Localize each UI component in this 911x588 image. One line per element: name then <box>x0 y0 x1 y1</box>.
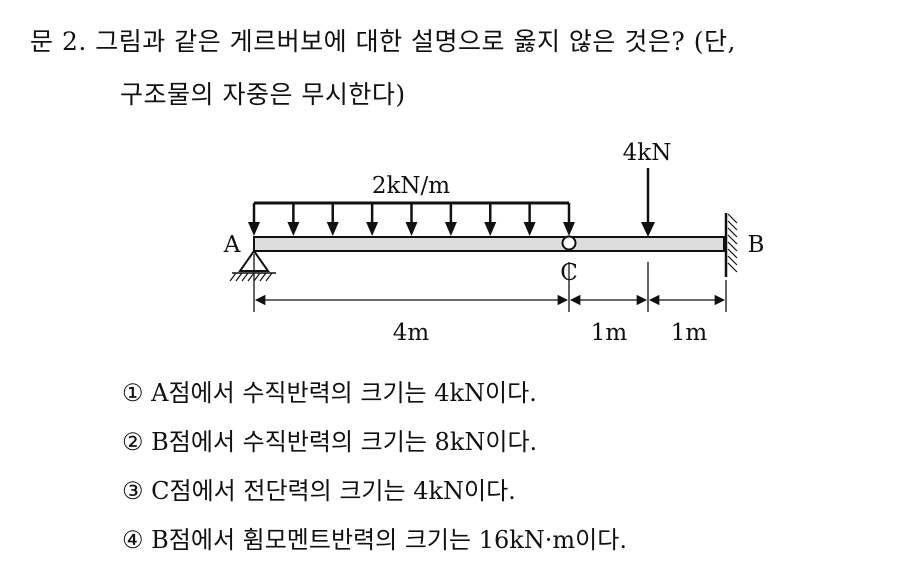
load-label: 2kN/m <box>372 173 450 199</box>
load-arrow-head <box>287 222 300 236</box>
distributed-load <box>248 201 575 236</box>
load-arrow-head <box>523 222 536 236</box>
question-line-1: 문 2. 그림과 같은 게르버보에 대한 설명으로 옳지 않은 것은? (단, <box>30 27 736 56</box>
dim-label-3: 1m <box>671 320 708 346</box>
label-c: C <box>560 260 578 286</box>
load-arrow-head <box>563 222 575 236</box>
fixed-support-b <box>724 213 738 277</box>
point-load-arrow <box>641 168 655 237</box>
label-a: A <box>223 232 241 258</box>
dim-label-2: 1m <box>591 320 628 346</box>
option-1[interactable]: ① A점에서 수직반력의 크기는 4kN이다. <box>122 379 537 407</box>
option-3[interactable]: ③ C점에서 전단력의 크기는 4kN이다. <box>122 477 516 505</box>
point-load-label: 4kN <box>623 140 672 166</box>
load-arrow-head <box>248 222 260 236</box>
load-arrow-head <box>366 222 379 236</box>
hinge-c <box>561 235 577 251</box>
question-line-2: 구조물의 자중은 무시한다) <box>120 80 406 109</box>
dimension-lines <box>253 254 727 312</box>
dim-label-1: 4m <box>393 320 430 346</box>
load-arrow-head <box>405 222 418 236</box>
label-b: B <box>748 232 765 258</box>
beam <box>253 236 725 252</box>
option-2[interactable]: ② B점에서 수직반력의 크기는 8kN이다. <box>122 428 538 456</box>
load-arrow-head <box>484 222 497 236</box>
pin-support-a <box>229 249 276 282</box>
load-arrow-head <box>444 222 457 236</box>
gerber-beam-figure: 2kN/m 4kN A B C 4m 1m 1m <box>223 140 765 346</box>
load-arrow-head <box>326 222 339 236</box>
option-4[interactable]: ④ B점에서 휨모멘트반력의 크기는 16kN·m이다. <box>122 526 627 554</box>
